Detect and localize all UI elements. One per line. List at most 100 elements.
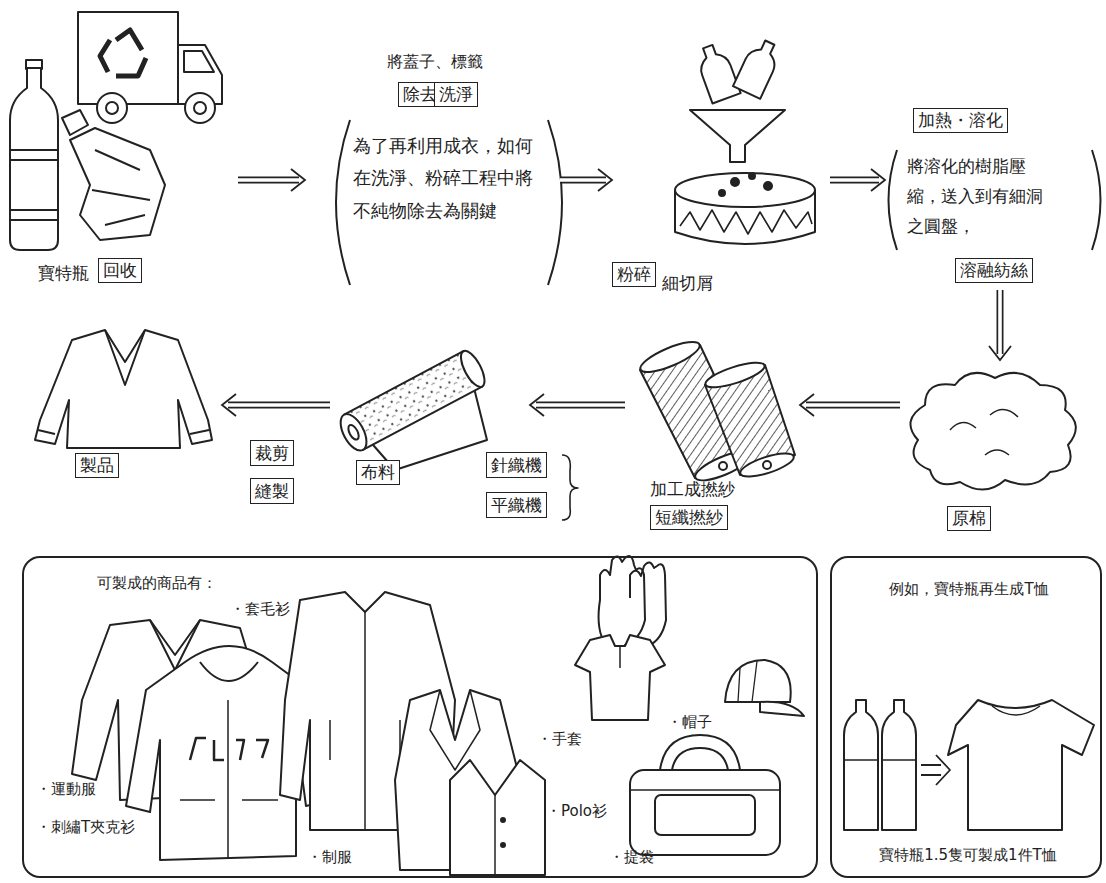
jacket-drawing [330, 612, 400, 830]
boxed-term: 製品 [75, 453, 119, 478]
yarn-spools [637, 336, 796, 486]
fabric-roll [335, 347, 489, 454]
blazer-drawing [430, 690, 480, 770]
pet-bottles [10, 68, 58, 250]
crusher-illustration [694, 41, 741, 103]
machine-box: 針織機 [486, 452, 547, 478]
parenthesis [889, 150, 898, 250]
machine-box: 平織機 [486, 492, 547, 518]
yarn-spools [738, 449, 796, 482]
finished-shirt [35, 330, 212, 448]
bag-drawing [630, 735, 780, 855]
product-panel: 可製成的商品有：・套毛衫・運動服・刺繡T夾克衫・制服・手套・Polo衫・帽子・提… [22, 556, 818, 878]
vest-drawing [450, 760, 545, 875]
crusher-illustration [731, 178, 739, 186]
t-shirt-drawing [992, 706, 1040, 715]
vest-drawing [501, 818, 505, 822]
pet-bottles [10, 150, 58, 220]
finished-shirt [35, 330, 212, 448]
arrow-shaft [806, 402, 900, 409]
parenthesis [336, 120, 1101, 285]
step-text: ・手套 [537, 730, 582, 750]
yarn-spools [719, 462, 727, 470]
step-text: ・帽子 [667, 713, 712, 733]
process-step: 原棉 [900, 360, 1090, 535]
boxed-term: 原棉 [947, 506, 991, 531]
crusher-illustration [675, 173, 815, 207]
example-bottles [844, 700, 916, 830]
process-box: 縫製 [250, 478, 294, 504]
example-bottles [882, 700, 916, 830]
step-text: 例如，寶特瓶再生成T恤 [844, 580, 1094, 600]
arrow-head [530, 394, 544, 416]
parenthesis [548, 120, 562, 285]
boxed-term: 布料 [356, 460, 400, 485]
yarn-spools [703, 358, 767, 392]
step-text: 寶特瓶 [38, 262, 89, 284]
cap-drawing [725, 660, 791, 702]
bag-drawing [672, 748, 728, 770]
boxed-term: 裁剪 [255, 442, 289, 464]
recycling-truck [184, 51, 214, 72]
machine-bracket [562, 455, 578, 520]
example-panel: 例如，寶特瓶再生成T恤寶特瓶1.5隻可製成1件T恤 [830, 556, 1102, 878]
step-text: ・運動服 [36, 780, 96, 800]
recycling-truck [78, 12, 178, 104]
cap-drawing [760, 702, 804, 716]
arrow-shaft [830, 177, 879, 184]
recycling-truck [194, 102, 206, 114]
process-step: 寶特瓶回收 [0, 0, 238, 295]
process-step: 布料 [330, 345, 530, 490]
process-arrow [800, 394, 900, 416]
process-step: 將蓋子、標籤除去洗淨為了再利用成衣，如何在洗淨、粉碎工程中將不純物除去為關鍵 [305, 40, 560, 290]
raw-cotton-cloud [910, 373, 1075, 490]
step-text: 寶特瓶1.5隻可製成1件T恤 [838, 846, 1098, 866]
step-text: 細切屑 [662, 272, 713, 294]
vest-drawing [501, 843, 505, 847]
arrow-head [222, 394, 236, 416]
process-arrow [530, 394, 625, 416]
boxed-term: 加熱・溶化 [913, 108, 1008, 133]
step-text: 可製成的商品有： [97, 574, 217, 594]
fabric-roll [335, 410, 371, 455]
bag-drawing [630, 789, 780, 790]
arrow-shaft [536, 402, 625, 409]
cap-drawing [738, 661, 757, 702]
arrow-shaft-gap [238, 178, 299, 182]
boxed-term: 針織機 [491, 454, 542, 476]
crusher-illustration [680, 210, 812, 234]
boxed-term: 粉碎 [612, 262, 656, 287]
t-shirt-drawing [948, 700, 1094, 830]
process-step: 製品 [30, 325, 222, 490]
process-step: 粉碎細切屑 [612, 40, 830, 295]
arrow-shaft-gap [536, 403, 625, 407]
recycling-truck [106, 102, 118, 114]
process-step: 加熱・溶化將溶化的樹脂壓縮，送入到有細洞之圓盤，溶融紡絲 [885, 100, 1106, 290]
crusher-illustration [719, 190, 725, 196]
recycling-truck [97, 93, 127, 123]
vest-drawing [450, 760, 545, 875]
boxed-term: 洗淨 [434, 82, 478, 107]
pet-bottles [70, 128, 165, 240]
process-arrow [222, 394, 330, 416]
crusher-illustration [733, 36, 783, 99]
polo-shirt-drawing [575, 635, 665, 720]
pet-bottles [10, 60, 165, 250]
machine-bracket [562, 455, 578, 520]
arrow-shaft-gap [998, 290, 1002, 354]
pet-bottles [62, 110, 88, 135]
arrow-shaft [228, 402, 330, 409]
step-text: ・刺繡T夾克衫 [36, 818, 135, 838]
parenthesis [1092, 150, 1101, 250]
example-bottles [844, 759, 916, 760]
crusher-illustration [690, 110, 785, 162]
arrow-head [989, 346, 1011, 360]
yarn-spools [763, 461, 771, 469]
crusher-illustration [749, 173, 755, 179]
raw-cotton-cloud [950, 409, 1018, 455]
crusher-illustration [764, 182, 772, 190]
vest-drawing [495, 795, 505, 875]
